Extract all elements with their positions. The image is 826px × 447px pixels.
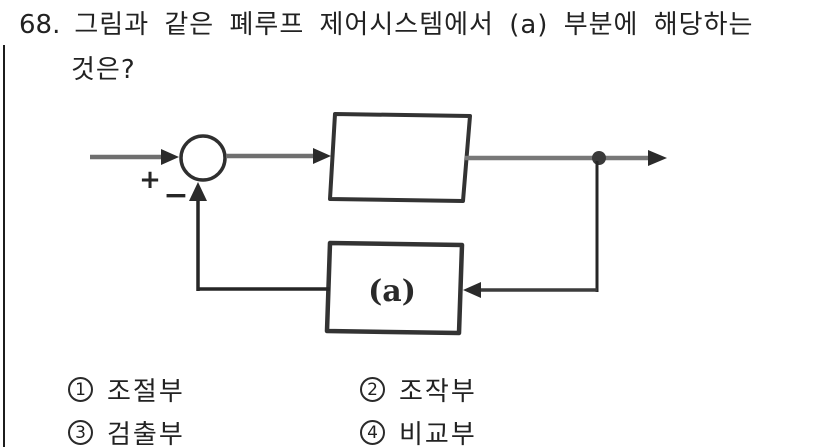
option-1-circled-number: 1	[68, 377, 93, 402]
option-1: 1 조절부	[68, 371, 185, 408]
minus-sign: −	[163, 178, 188, 213]
question-line1: 68. 그림과 같은 폐루프 제어시스템에서 (a) 부분에 해당하는	[19, 9, 753, 41]
option-4-circled-number: 4	[360, 420, 385, 445]
option-1-label: 조절부	[107, 377, 185, 407]
option-2-number: 2	[367, 379, 378, 400]
question-line2: 것은?	[71, 55, 136, 85]
input-arrowhead-icon	[161, 149, 179, 165]
feedback-arrowhead-icon	[463, 282, 481, 298]
plus-sign: +	[139, 165, 161, 195]
feedback-block	[324, 240, 465, 336]
option-1-number: 1	[75, 379, 86, 400]
question-text: 그림과 같은 폐루프 제어시스템에서 (a) 부분에 해당하는	[74, 10, 754, 40]
output-arrowhead-icon	[648, 150, 667, 166]
option-3-circled-number: 3	[68, 420, 93, 445]
option-2-label: 조작부	[399, 377, 477, 407]
block-diagram: + − (a)	[90, 112, 667, 336]
option-2: 2 조작부	[360, 371, 477, 408]
branch-node	[592, 151, 606, 165]
option-4-number: 4	[367, 422, 378, 443]
feedback-rise-arrowhead-icon	[189, 182, 207, 201]
option-4-label: 비교부	[399, 420, 477, 447]
feedback-block-label: (a)	[368, 274, 416, 309]
option-3-number: 3	[75, 422, 86, 443]
question-number: 68.	[19, 10, 61, 40]
option-2-circled-number: 2	[360, 377, 385, 402]
error-arrowhead-icon	[313, 148, 331, 164]
option-3-label: 검출부	[107, 420, 185, 447]
forward-block	[328, 112, 472, 203]
summing-junction-circle	[179, 134, 227, 182]
option-3: 3 검출부	[68, 414, 185, 447]
left-margin-rule	[3, 45, 5, 447]
option-4: 4 비교부	[360, 414, 477, 447]
